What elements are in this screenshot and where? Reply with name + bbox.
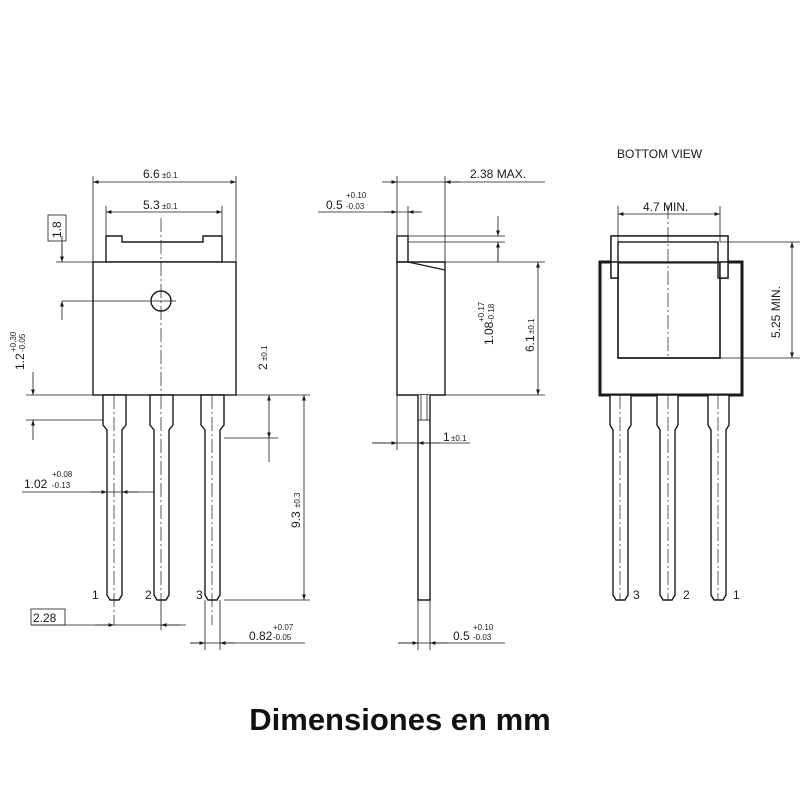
dim-pad-height: 5.25 MIN. xyxy=(769,286,783,338)
dim-step-tol-lower: -0.18 xyxy=(487,303,496,322)
dim-tab-thickness-value: 0.5 xyxy=(326,198,343,212)
dim-width-value: 6.6 xyxy=(143,167,160,181)
dim-hole-offset-tol-upper: +0.30 xyxy=(9,331,18,352)
dim-lead-tip-tol-upper: +0.07 xyxy=(273,623,294,632)
front-body-outline xyxy=(92,261,237,396)
dim-tab-height: 1.8 xyxy=(50,221,64,238)
lead-1 xyxy=(102,394,127,601)
mechanical-drawing-svg: 6.6 ±0.1 5.3 ±0.1 1.8 1.2 +0.30 -0.05 2 … xyxy=(9,147,800,650)
pin-label-1: 1 xyxy=(92,588,99,602)
dim-hole-offset-tol-lower: -0.05 xyxy=(18,333,27,352)
dim-width-tol: ±0.1 xyxy=(162,171,178,180)
side-body-outline xyxy=(396,261,446,396)
dim-lead-tip-tol-lower: -0.05 xyxy=(273,633,292,642)
dim-lead-thickness-tol-upper: +0.10 xyxy=(473,623,494,632)
pin-label-3: 3 xyxy=(196,588,203,602)
dim-pitch: 2.28 xyxy=(33,611,57,625)
bottom-pin-label-1: 1 xyxy=(733,588,740,602)
dim-lead-thickness-tol-lower: -0.03 xyxy=(473,633,492,642)
dim-lead-width-value: 1.02 xyxy=(24,477,48,491)
dim-lead-offset-value: 1 xyxy=(443,430,450,444)
dim-hole-offset-value: 1.2 xyxy=(13,353,27,370)
dim-lead-offset-tol: ±0.1 xyxy=(451,434,467,443)
lead-3 xyxy=(200,394,225,601)
dim-tab-width-tol: ±0.1 xyxy=(162,202,178,211)
bottom-body-outline xyxy=(598,260,744,397)
side-view: 2.38 MAX. 0.5 +0.10 -0.03 1.08 +0.17 -0.… xyxy=(318,167,545,650)
dim-tab-thickness-tol-upper: +0.10 xyxy=(346,191,367,200)
side-lead xyxy=(417,395,431,601)
dim-lead-length-value: 9.3 xyxy=(289,511,303,528)
caption: Dimensiones en mm xyxy=(249,702,551,737)
dim-step-value: 1.08 xyxy=(482,321,496,345)
dim-lead-tip-value: 0.82 xyxy=(249,629,273,643)
dim-step-tol-upper: +0.17 xyxy=(477,301,486,322)
lead-2 xyxy=(149,394,174,601)
dim-pad-width: 4.7 MIN. xyxy=(643,200,688,214)
bottom-pin-label-3: 3 xyxy=(633,588,640,602)
front-leads xyxy=(102,394,225,625)
dim-tab-thickness-tol-lower: -0.03 xyxy=(346,202,365,211)
dim-lead-length-tol: ±0.3 xyxy=(293,492,302,508)
dim-max-thickness: 2.38 MAX. xyxy=(470,167,526,181)
dim-tab-width-value: 5.3 xyxy=(143,198,160,212)
dim-body-height-value: 6.1 xyxy=(523,335,537,352)
dim-shoulder-tol: ±0.1 xyxy=(260,345,269,361)
front-view: 6.6 ±0.1 5.3 ±0.1 1.8 1.2 +0.30 -0.05 2 … xyxy=(9,167,310,650)
dim-lead-thickness-value: 0.5 xyxy=(453,629,470,643)
pin-label-2: 2 xyxy=(145,588,152,602)
bottom-leads xyxy=(609,394,730,601)
dim-lead-width-tol-lower: -0.13 xyxy=(52,481,71,490)
bottom-pin-label-2: 2 xyxy=(683,588,690,602)
bottom-view-title: BOTTOM VIEW xyxy=(617,147,703,161)
dim-body-height-tol: ±0.1 xyxy=(527,318,536,334)
front-tab-outline xyxy=(105,235,223,263)
dim-lead-width-tol-upper: +0.08 xyxy=(52,470,73,479)
bottom-view: BOTTOM VIEW 4.7 MIN. 5.25 MIN. 3 xyxy=(598,147,800,602)
dim-shoulder-value: 2 xyxy=(256,363,270,370)
side-tab-outline xyxy=(396,235,409,263)
